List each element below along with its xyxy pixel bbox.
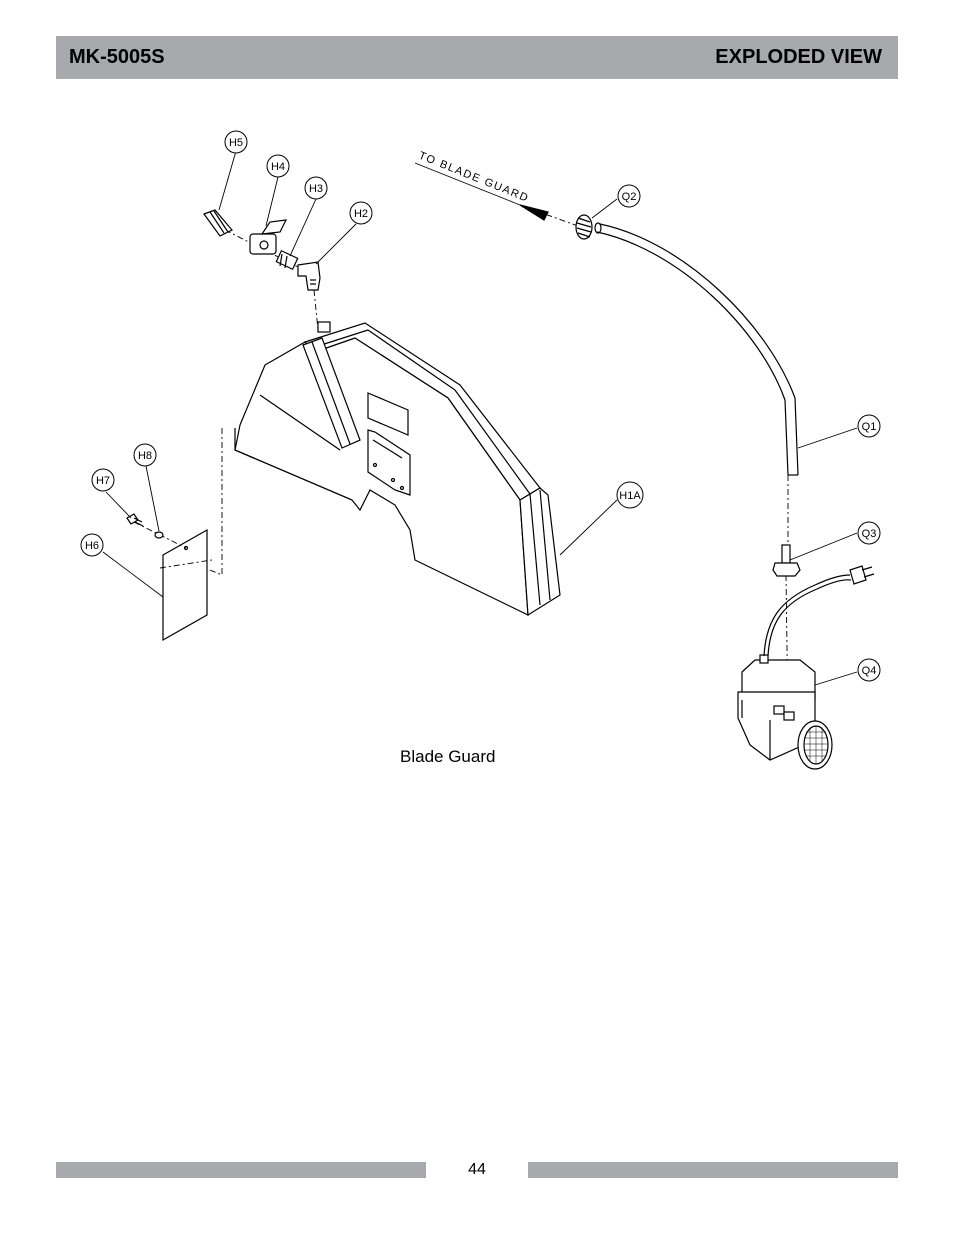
svg-text:Q2: Q2 — [622, 191, 637, 203]
exploded-view-diagram: H5 H4 H3 H2 Q2 Q1 H1A H8 — [80, 130, 881, 770]
pump-outlet-fitting — [772, 544, 801, 577]
callout-q2: Q2 — [617, 184, 641, 208]
callout-h2: H2 — [349, 201, 373, 225]
nipple-fitting — [275, 249, 299, 271]
ball-valve — [249, 219, 288, 255]
elbow-fitting — [297, 261, 321, 291]
svg-text:H7: H7 — [96, 475, 110, 487]
svg-text:Q1: Q1 — [862, 421, 877, 433]
callout-h1a: H1A — [616, 481, 644, 509]
callout-h6: H6 — [80, 533, 104, 557]
hose-connector — [575, 214, 593, 240]
to-blade-guard-label: TO BLADE GUARD — [417, 150, 531, 205]
callout-q3: Q3 — [857, 521, 881, 545]
callout-h4: H4 — [266, 154, 290, 178]
callout-h7: H7 — [91, 468, 115, 492]
svg-text:H6: H6 — [85, 540, 99, 552]
svg-text:H4: H4 — [271, 161, 285, 173]
section-title: EXPLODED VIEW — [715, 46, 882, 68]
blade-guard-body — [234, 321, 561, 617]
callout-q4: Q4 — [857, 658, 881, 682]
coolant-hose — [594, 222, 799, 476]
washer-part — [154, 531, 164, 539]
callout-h5: H5 — [224, 130, 248, 154]
model-number: MK-5005S — [69, 46, 165, 68]
svg-text:Q4: Q4 — [862, 665, 877, 677]
svg-text:H8: H8 — [138, 450, 152, 462]
callout-h8: H8 — [133, 443, 157, 467]
footer-bar-right — [528, 1162, 898, 1178]
page-number: 44 — [468, 1161, 486, 1178]
svg-text:Q3: Q3 — [862, 528, 877, 540]
callout-h3: H3 — [304, 176, 328, 200]
hose-barb-fitting — [203, 209, 233, 237]
svg-text:H2: H2 — [354, 208, 368, 220]
side-plate — [162, 528, 208, 642]
footer-bar-left — [56, 1162, 426, 1178]
svg-text:H3: H3 — [309, 183, 323, 195]
page-header: MK-5005S EXPLODED VIEW — [56, 36, 898, 79]
svg-text:H1A: H1A — [619, 490, 641, 502]
water-pump — [737, 565, 875, 770]
svg-text:H5: H5 — [229, 137, 243, 149]
callout-q1: Q1 — [857, 414, 881, 438]
figure-caption: Blade Guard — [400, 747, 496, 766]
